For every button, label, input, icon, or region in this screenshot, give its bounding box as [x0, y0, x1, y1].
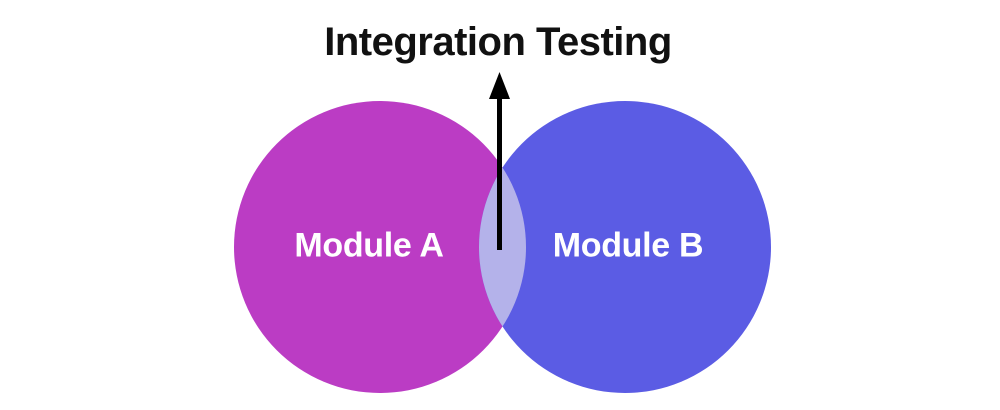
integration-arrow-icon [489, 72, 510, 250]
module-b-label: Module B [552, 226, 704, 265]
diagram-title: Integration Testing [324, 20, 672, 64]
module-a-label: Module A [294, 226, 444, 265]
arrow-head [489, 72, 510, 99]
module-b-circle [479, 101, 771, 393]
module-a-circle [234, 101, 526, 393]
